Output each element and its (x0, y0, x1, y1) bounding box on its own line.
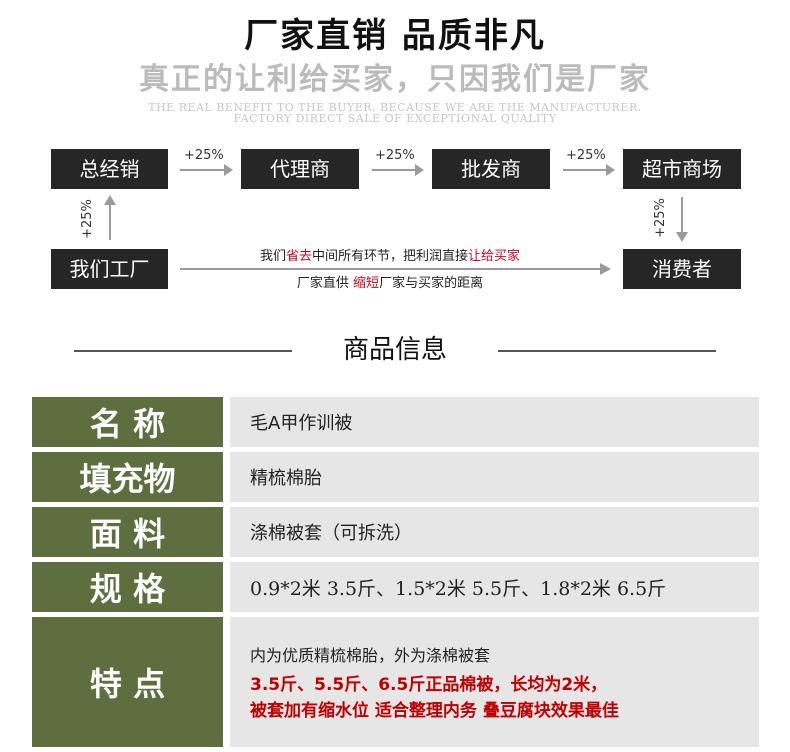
label-spec: 规 格 (32, 562, 223, 612)
feature-line-1: 内为优质精梳棉胎，外为涤棉被套 (250, 646, 491, 665)
markup-down: +25% (652, 198, 668, 238)
box-daili: 代理商 (241, 149, 359, 189)
markup-up: +25% (79, 199, 95, 239)
page-title: 厂家直销 品质非凡 (244, 16, 546, 56)
english-tagline-1: THE REAL BENEFIT TO THE BUYER, BECAUSE W… (148, 101, 642, 114)
markup-2: +25% (375, 148, 415, 163)
flow-message-1: 我们省去中间所有环节，把利润直接让给买家 (259, 249, 521, 264)
label-fabric: 面 料 (32, 507, 223, 557)
value-spec: 0.9*2米 3.5斤、1.5*2米 5.5斤、1.8*2米 6.5斤 (230, 562, 759, 612)
section-divider-left (74, 350, 292, 352)
feature-line-3: 被套加有缩水位 适合整理内务 叠豆腐块效果最佳 (250, 701, 619, 721)
box-xiaofei: 消费者 (623, 249, 741, 289)
box-gongchang: 我们工厂 (51, 249, 168, 289)
markup-1: +25% (184, 148, 224, 163)
markup-3: +25% (566, 148, 606, 163)
value-name: 毛A甲作训被 (230, 397, 759, 447)
box-pifa: 批发商 (432, 149, 550, 189)
section-title: 商品信息 (342, 335, 447, 365)
value-filling: 精梳棉胎 (230, 452, 759, 502)
english-tagline-2: FACTORY DIRECT SALE OF EXCEPTIONAL QUALI… (233, 112, 557, 125)
label-filling: 填充物 (32, 452, 223, 502)
flow-arrows (104, 164, 688, 275)
section-divider-right (498, 350, 716, 352)
value-fabric: 涤棉被套（可拆洗） (230, 507, 759, 557)
feature-line-2: 3.5斤、5.5斤、6.5斤正品棉被，长均为2米， (250, 675, 608, 695)
box-chaoshi: 超市商场 (623, 149, 741, 189)
page-subtitle: 真正的让利给买家，只因我们是厂家 (139, 62, 651, 97)
label-name: 名 称 (32, 397, 223, 447)
value-feature (230, 617, 759, 747)
box-zongjing: 总经销 (51, 149, 168, 189)
label-feature: 特 点 (32, 617, 223, 747)
flow-message-2: 厂家直供 缩短厂家与买家的距离 (296, 276, 484, 291)
